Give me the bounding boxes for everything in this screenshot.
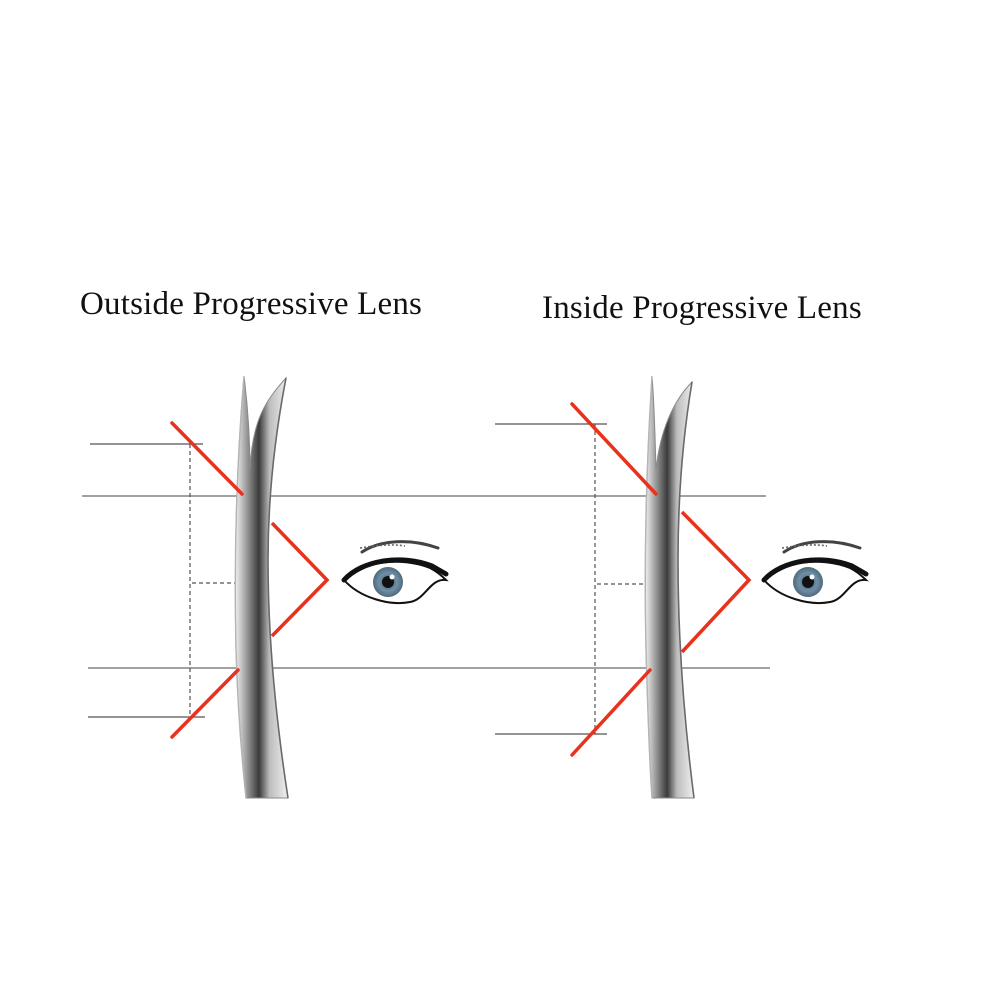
outside-upper-red-ray <box>170 421 244 496</box>
inside-lens-diagram <box>495 375 869 799</box>
outside-lens-front-edge <box>234 375 247 799</box>
outside-lens-title: Outside Progressive Lens <box>80 286 423 322</box>
outside-lens-diagram <box>88 375 449 799</box>
inside-lower-red-ray <box>570 668 652 757</box>
outside-red-ray-to-eye <box>270 521 330 638</box>
inside-red-ray-to-eye <box>680 510 752 654</box>
inside-lens-front-edge <box>644 375 653 799</box>
outside-lens-back-edge <box>267 377 289 799</box>
inside-eye-icon <box>761 540 869 604</box>
inside-upper-red-ray <box>570 402 658 496</box>
inside-lens-title: Inside Progressive Lens <box>542 290 862 326</box>
inside-lens-back-edge <box>677 381 695 799</box>
outside-eye-icon <box>341 540 449 604</box>
outside-lower-red-ray <box>170 668 240 739</box>
